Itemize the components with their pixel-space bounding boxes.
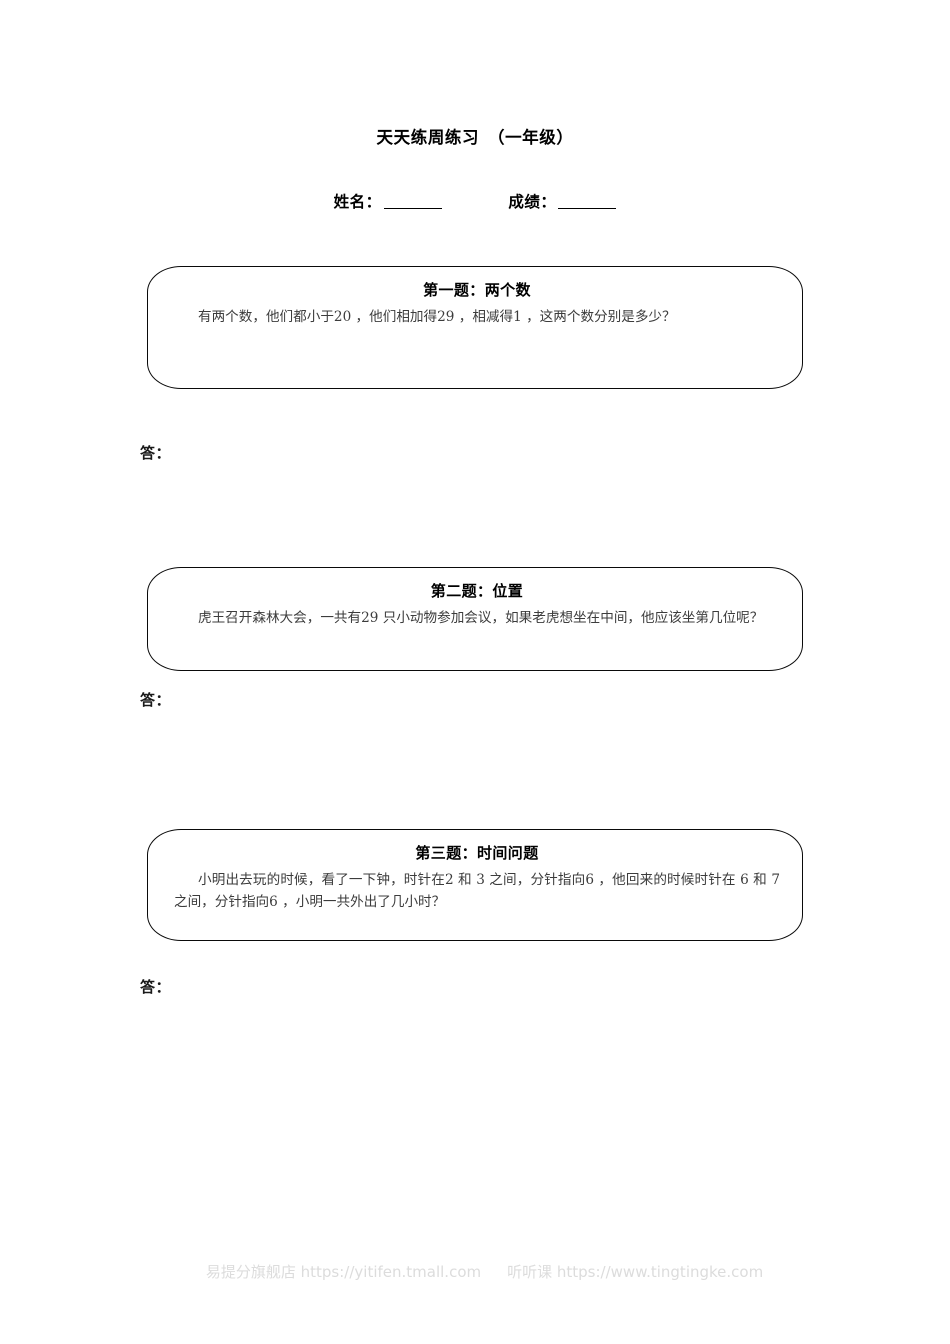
- question-2-heading: 第二题：位置: [430, 582, 524, 600]
- score-label: 成绩：: [508, 193, 557, 211]
- footer-course-text: 听听课 https://www.tingtingke.com: [507, 1263, 764, 1281]
- question-2-body: 虎王召开森林大会，一共有29 只小动物参加会议，如果老虎想坐在中间，他应该坐第几…: [198, 610, 764, 626]
- question-box-1: 第一题：两个数 有两个数，他们都小于20 ，他们相加得29 ，相减得1 ，这两个…: [147, 266, 803, 389]
- question-1-body: 有两个数，他们都小于20 ，他们相加得29 ，相减得1 ，这两个数分别是多少？: [198, 309, 676, 325]
- student-meta-row: 姓名： 成绩：: [0, 190, 950, 212]
- question-box-3: 第三题：时间问题 小明出去玩的时候，看了一下钟，时针在2 和 3 之间，分针指向…: [147, 829, 803, 941]
- score-field-group: 成绩：: [508, 190, 617, 212]
- page-title: 天天练周练习 （一年级）: [376, 128, 574, 147]
- answer-label-2: 答：: [140, 691, 172, 709]
- name-label: 姓名：: [333, 193, 382, 211]
- question-box-2: 第二题：位置 虎王召开森林大会，一共有29 只小动物参加会议，如果老虎想坐在中间…: [147, 567, 803, 671]
- question-3-heading: 第三题：时间问题: [415, 844, 539, 862]
- answer-label-3: 答：: [140, 978, 172, 996]
- score-blank-input[interactable]: [558, 194, 617, 209]
- name-blank-input[interactable]: [383, 194, 442, 209]
- footer-watermark: 易提分旗舰店 https://yitifen.tmall.com 听听课 http…: [0, 1243, 950, 1300]
- answer-label-1: 答：: [140, 444, 172, 462]
- footer-shop-text: 易提分旗舰店 https://yitifen.tmall.com: [205, 1263, 482, 1281]
- question-3-body: 小明出去玩的时候，看了一下钟，时针在2 和 3 之间，分针指向6 ，他回来的时候…: [174, 872, 780, 911]
- question-1-heading: 第一题：两个数: [423, 281, 531, 299]
- name-field-group: 姓名：: [334, 190, 442, 212]
